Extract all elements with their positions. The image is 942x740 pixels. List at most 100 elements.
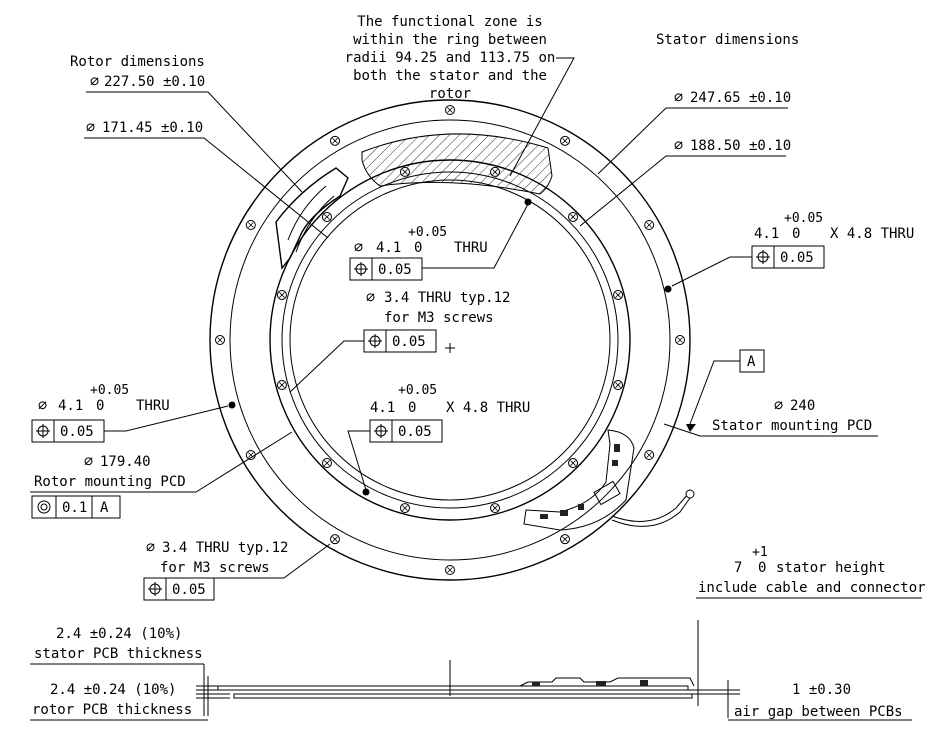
stator-pcb-side <box>217 685 689 691</box>
svg-text:0.05: 0.05 <box>392 334 426 350</box>
dowel-hole-right <box>664 285 672 293</box>
stator-hole-cross <box>646 222 652 228</box>
svg-text:0: 0 <box>758 560 766 576</box>
rotor-bore-circle <box>289 179 611 501</box>
rotor-hole-cross <box>492 169 498 175</box>
svg-text:227.50 ±0.10: 227.50 ±0.10 <box>104 74 205 90</box>
functional-zone-hatch <box>361 133 553 195</box>
svg-text:179.40: 179.40 <box>100 454 151 470</box>
center-hole-callout: +0.05 ⌀ 4.1 0 THRU 0.05 <box>349 203 529 281</box>
svg-text:0: 0 <box>96 398 104 414</box>
rotor-mounting-holes <box>276 166 624 514</box>
svg-text:0: 0 <box>414 240 422 256</box>
svg-text:both the stator and the: both the stator and the <box>353 68 547 84</box>
svg-text:Stator mounting PCD: Stator mounting PCD <box>712 418 872 434</box>
stator-hole-cross <box>332 536 338 542</box>
svg-text:⌀: ⌀ <box>84 452 93 470</box>
svg-text:⌀: ⌀ <box>674 88 683 106</box>
svg-text:X 4.8 THRU: X 4.8 THRU <box>830 226 914 242</box>
svg-text:⌀: ⌀ <box>774 396 783 414</box>
stator-pcb-callout: 2.4 ±0.24 (10%) stator PCB thickness <box>30 626 204 665</box>
svg-text:4.1: 4.1 <box>376 240 401 256</box>
svg-text:0: 0 <box>792 226 800 242</box>
svg-text:include cable and connector: include cable and connector <box>698 580 926 596</box>
center-mark <box>445 343 455 353</box>
stator-hole-cross <box>248 222 254 228</box>
rotor-pcb-callout: 2.4 ±0.24 (10%) rotor PCB thickness <box>30 682 208 721</box>
svg-text:+0.05: +0.05 <box>784 211 823 226</box>
right-hole-callout: +0.05 4.1 0 X 4.8 THRU 0.05 <box>671 211 914 287</box>
svg-text:+0.05: +0.05 <box>90 383 129 398</box>
left-hole-callout: +0.05 ⌀ 4.1 0 THRU 0.05 <box>31 383 229 443</box>
svg-text:⌀: ⌀ <box>674 136 683 154</box>
rotor-hole-cross <box>324 460 330 466</box>
functional-zone-note: The functional zone is within the ring b… <box>345 14 556 102</box>
stator-hole-cross <box>562 536 568 542</box>
svg-text:The functional zone is: The functional zone is <box>357 14 542 30</box>
svg-text:THRU: THRU <box>136 398 170 414</box>
rotor-hole-cross <box>615 292 621 298</box>
stator-pcd-callout: ⌀ 240 Stator mounting PCD <box>663 396 878 437</box>
rotor-hole-cross <box>279 292 285 298</box>
inner-m3-callout: ⌀ 3.4 THRU typ.12 for M3 screws 0.05 <box>289 288 510 393</box>
svg-text:rotor PCB thickness: rotor PCB thickness <box>32 702 192 718</box>
stator-id-dimension: ⌀ 188.50 ±0.10 <box>579 136 791 227</box>
svg-text:2.4 ±0.24 (10%): 2.4 ±0.24 (10%) <box>50 682 176 698</box>
svg-text:⌀: ⌀ <box>146 538 155 556</box>
svg-text:240: 240 <box>790 398 815 414</box>
svg-text:0.1: 0.1 <box>62 500 87 516</box>
rotor-hole-cross <box>492 505 498 511</box>
svg-text:+1: +1 <box>752 545 768 560</box>
stator-hole-cross <box>646 452 652 458</box>
svg-text:3.4 THRU typ.12: 3.4 THRU typ.12 <box>162 540 288 556</box>
rotor-hole-cross <box>279 382 285 388</box>
svg-text:⌀: ⌀ <box>38 396 47 414</box>
stator-hole-cross <box>562 138 568 144</box>
svg-text:rotor: rotor <box>429 86 471 102</box>
air-gap-callout: 1 ±0.30 air gap between PCBs <box>728 682 912 721</box>
svg-text:1 ±0.30: 1 ±0.30 <box>792 682 851 698</box>
rotor-id-dimension: ⌀ 171.45 ±0.10 <box>84 118 329 239</box>
datum-a-callout: A <box>686 349 765 432</box>
rotor-outer-circle <box>281 171 619 509</box>
svg-text:4.1: 4.1 <box>754 226 779 242</box>
stator-dimensions-title: Stator dimensions <box>656 32 799 48</box>
stator-hole-cross <box>677 337 683 343</box>
connector-board <box>523 429 695 531</box>
rotor-hole-cross <box>324 214 330 220</box>
stator-hole-cross <box>332 138 338 144</box>
svg-text:Rotor mounting PCD: Rotor mounting PCD <box>34 474 186 490</box>
stator-hole-cross <box>447 567 453 573</box>
svg-text:7: 7 <box>734 560 742 576</box>
stator-od-dimension: ⌀ 247.65 ±0.10 <box>597 88 791 175</box>
svg-text:A: A <box>100 500 109 516</box>
rotor-hole-cross <box>402 505 408 511</box>
rotor-hole-cross <box>570 214 576 220</box>
svg-text:+0.05: +0.05 <box>408 225 447 240</box>
svg-text:247.65 ±0.10: 247.65 ±0.10 <box>690 90 791 106</box>
dowel-hole-top <box>524 198 532 206</box>
svg-text:4.1: 4.1 <box>58 398 83 414</box>
svg-text:⌀: ⌀ <box>366 288 375 306</box>
rotor-pcb-side <box>233 693 693 699</box>
stator-outer-circle <box>209 99 691 581</box>
svg-text:stator PCB thickness: stator PCB thickness <box>34 646 203 662</box>
stator-hole-cross <box>447 107 453 113</box>
svg-text:⌀: ⌀ <box>90 72 99 90</box>
rotor-hole-cross <box>402 169 408 175</box>
dowel-hole-left <box>228 401 236 409</box>
dowel-hole-bottom <box>362 488 370 496</box>
stator-hole-cross <box>217 337 223 343</box>
svg-text:⌀: ⌀ <box>86 118 95 136</box>
rotor-hole-cross <box>570 460 576 466</box>
svg-text:0.05: 0.05 <box>780 250 814 266</box>
rotor-hole-cross <box>615 382 621 388</box>
stator-height-callout: +1 7 0 stator height include cable and c… <box>696 545 926 599</box>
side-view <box>196 620 740 718</box>
svg-text:0.05: 0.05 <box>172 582 206 598</box>
svg-text:X 4.8 THRU: X 4.8 THRU <box>446 400 530 416</box>
svg-text:4.1: 4.1 <box>370 400 395 416</box>
svg-text:0.05: 0.05 <box>378 262 412 278</box>
svg-text:⌀: ⌀ <box>354 238 363 256</box>
